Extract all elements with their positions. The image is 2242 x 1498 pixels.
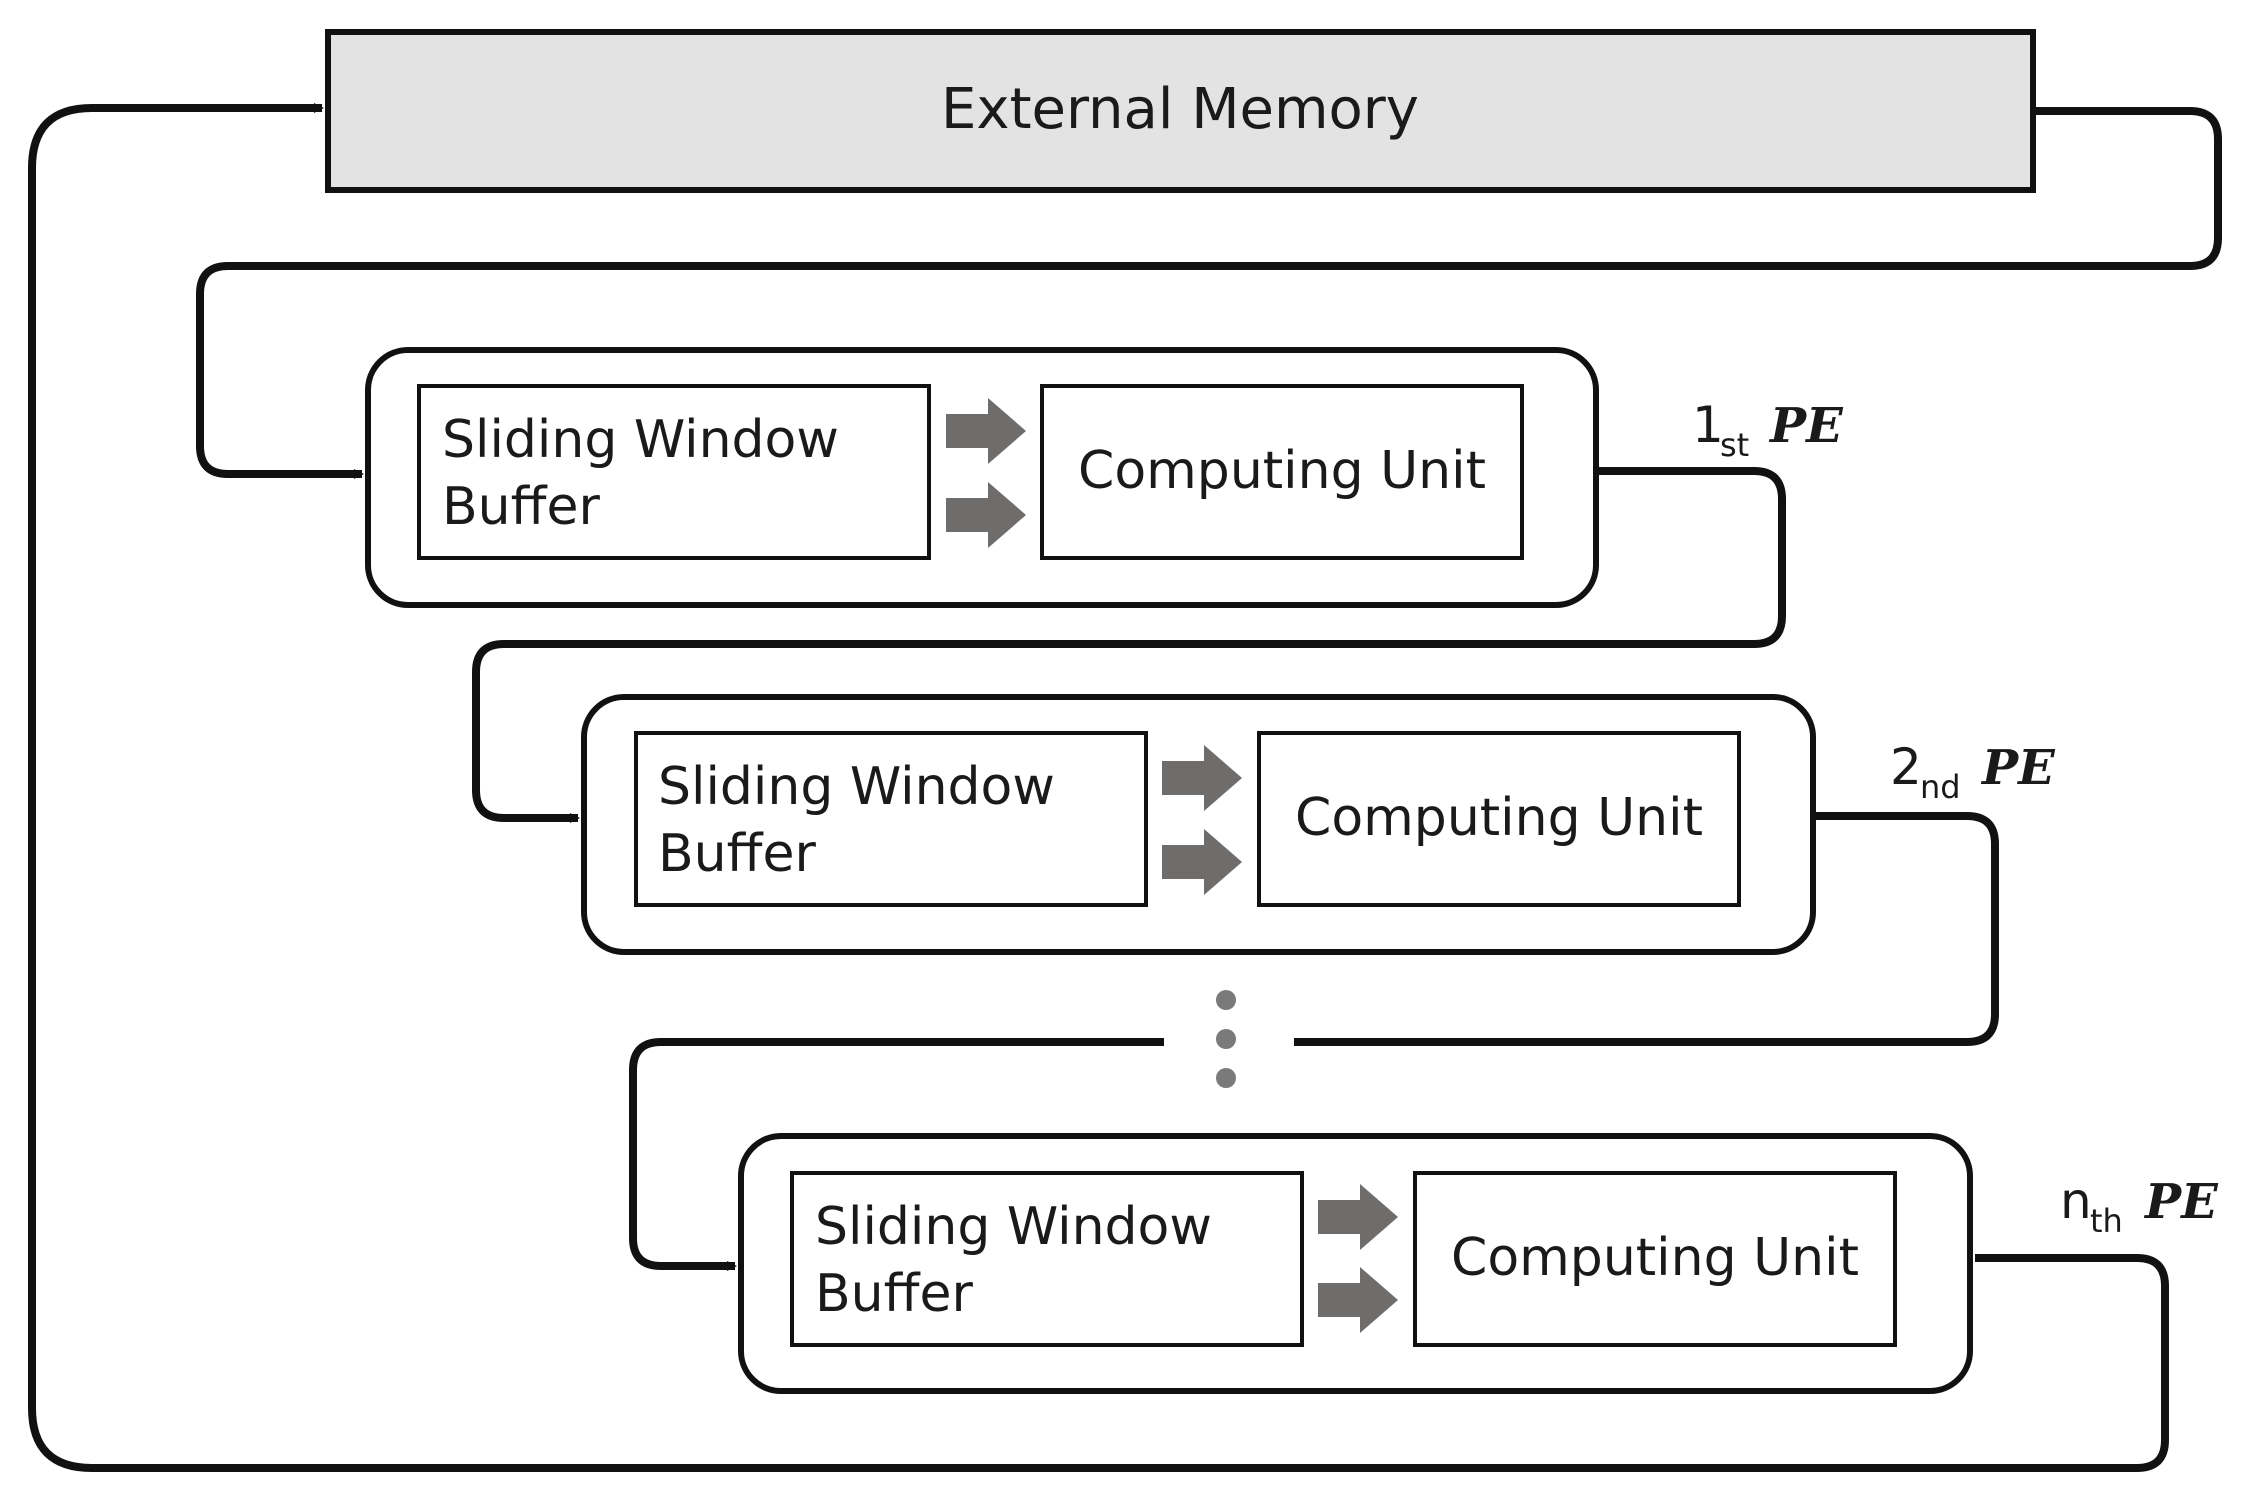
block-arrow-icon [1162, 745, 1242, 811]
data-transfer-arrows [1162, 745, 1242, 895]
computing-unit-box [1040, 384, 1524, 560]
sliding-window-buffer-label-line1: Sliding Window [442, 410, 839, 470]
sliding-window-buffer-box [634, 731, 1148, 907]
pe-ordinal-number: 1 [1692, 396, 1724, 454]
pe-ordinal-number: n [2060, 1172, 2092, 1230]
block-arrow-icon [1318, 1184, 1398, 1250]
pe-ordinal-suffix: nd [1920, 768, 1961, 806]
pe-tag: n th PE [2060, 1172, 2219, 1240]
sliding-window-buffer-box [790, 1171, 1304, 1347]
pe-block-1: Sliding Window Buffer Computing Unit 1 s… [365, 347, 1844, 608]
pe2-to-ellipsis-connector [1294, 812, 1999, 1046]
external-memory-label: External Memory [941, 77, 1419, 142]
external-memory-block: External Memory [325, 29, 2036, 193]
block-arrow-icon [1162, 829, 1242, 895]
pe-ordinal-suffix: st [1720, 426, 1749, 464]
block-arrow-icon [946, 398, 1026, 464]
ellipsis-to-pen-connector [629, 1038, 1164, 1271]
pe-name-label: PE [2143, 1174, 2219, 1230]
external-memory-box [325, 29, 2036, 193]
ellipsis-dots [1216, 990, 1236, 1088]
sliding-window-buffer-box [417, 384, 931, 560]
pe1-to-pe2-connector [472, 467, 1786, 823]
sliding-window-buffer-label-line2: Buffer [442, 477, 600, 537]
pe-tag: 2 nd PE [1890, 738, 2056, 806]
pen-to-memory-connector [28, 103, 2169, 1472]
pe-ordinal-number: 2 [1890, 738, 1922, 796]
block-arrow-icon [946, 482, 1026, 548]
memory-to-pe1-connector [196, 107, 2222, 479]
pe-name-label: PE [1768, 398, 1844, 454]
computing-unit-label: Computing Unit [1295, 788, 1703, 848]
pe-ordinal-suffix: th [2090, 1202, 2123, 1240]
sliding-window-buffer-label-line2: Buffer [815, 1264, 973, 1324]
pe-block-2: Sliding Window Buffer Computing Unit 2 n… [581, 694, 2056, 955]
pe-block-n: Sliding Window Buffer Computing Unit n t… [738, 1133, 2219, 1394]
pe-tag: 1 st PE [1692, 396, 1844, 464]
sliding-window-buffer-label-line2: Buffer [658, 824, 816, 884]
computing-unit-label: Computing Unit [1451, 1228, 1859, 1288]
sliding-window-buffer-label-line1: Sliding Window [658, 757, 1055, 817]
pe-name-label: PE [1980, 740, 2056, 796]
computing-unit-label: Computing Unit [1078, 441, 1486, 501]
data-transfer-arrows [1318, 1184, 1398, 1333]
ellipsis-dot [1216, 1068, 1236, 1088]
ellipsis-dot [1216, 990, 1236, 1010]
computing-unit-box [1413, 1171, 1897, 1347]
block-arrow-icon [1318, 1267, 1398, 1333]
data-transfer-arrows [946, 398, 1026, 548]
ellipsis-dot [1216, 1029, 1236, 1049]
computing-unit-box [1257, 731, 1741, 907]
dataflow-connectors [28, 103, 2222, 1472]
sliding-window-buffer-label-line1: Sliding Window [815, 1197, 1212, 1257]
